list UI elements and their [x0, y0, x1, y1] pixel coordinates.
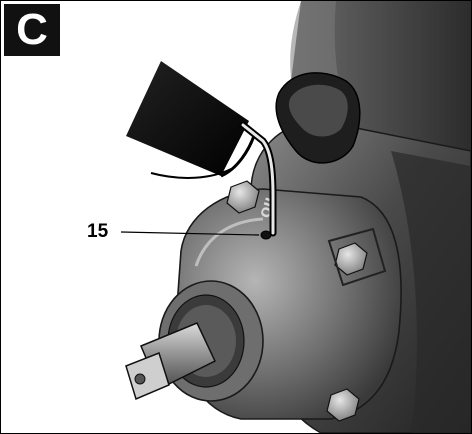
- callout-leader-line: [120, 231, 260, 236]
- oil-can-icon: [126, 61, 277, 237]
- hex-bolt-icon: [226, 180, 368, 422]
- callout-number-15: 15: [87, 221, 109, 242]
- switch-button: [275, 72, 361, 164]
- figure-label-badge: C: [4, 4, 60, 56]
- square-drive-anvil: [125, 322, 216, 401]
- bolt-bracket: [327, 227, 387, 287]
